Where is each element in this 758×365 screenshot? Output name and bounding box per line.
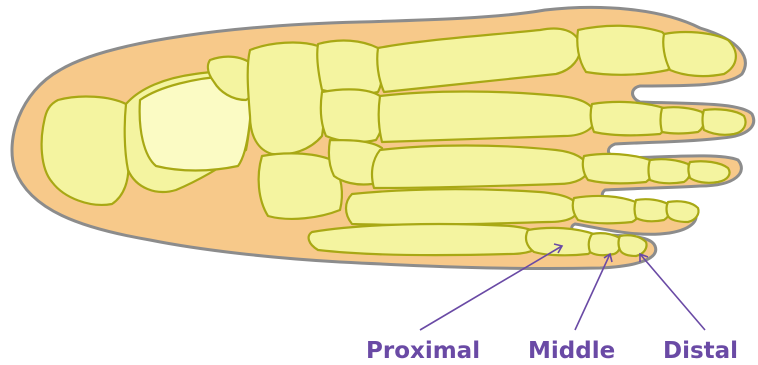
toe3-distal	[689, 161, 730, 183]
big-toe-proximal	[577, 26, 673, 75]
distal-pointer-line	[640, 254, 705, 330]
intermediate-cuneiform	[321, 89, 384, 142]
toe4-proximal	[573, 196, 640, 223]
label-proximal: Proximal	[366, 338, 480, 364]
big-toe-distal	[663, 32, 736, 76]
label-distal: Distal	[663, 338, 738, 364]
little-toe-proximal	[526, 228, 596, 255]
medial-cuneiform	[317, 41, 382, 95]
navicular-bone	[248, 43, 325, 155]
metatarsal-4	[346, 189, 578, 225]
metatarsal-2	[379, 92, 596, 143]
toe3-proximal	[583, 154, 654, 183]
metatarsal-5	[309, 224, 542, 255]
metatarsal-3	[372, 146, 588, 189]
toe2-middle	[661, 107, 705, 133]
toe4-middle	[635, 199, 671, 221]
toe2-distal	[703, 109, 746, 135]
toe4-distal	[667, 201, 699, 222]
toe3-middle	[649, 159, 691, 183]
label-middle: Middle	[528, 338, 615, 364]
toe2-proximal	[591, 102, 668, 135]
little-toe-distal	[619, 235, 647, 256]
little-toe-middle	[589, 233, 621, 255]
